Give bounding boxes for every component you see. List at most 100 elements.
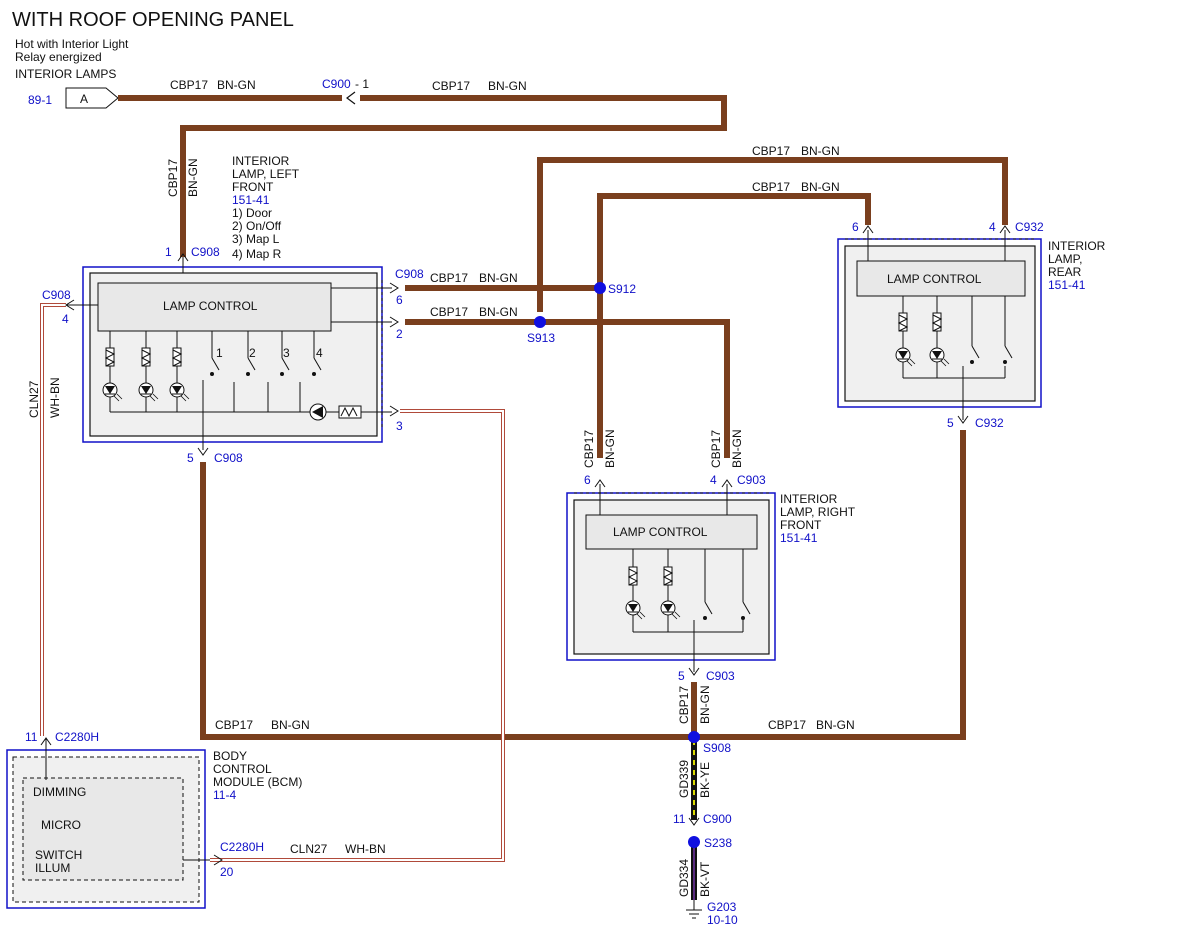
- c908-pin3-arrow-icon: [389, 405, 399, 417]
- s912-label[interactable]: S912: [608, 282, 636, 296]
- s908-label[interactable]: S908: [703, 741, 731, 755]
- c903-label-top[interactable]: C903: [737, 473, 766, 487]
- ground-ref[interactable]: 10-10: [707, 913, 738, 927]
- c900-bottom-label[interactable]: C900: [703, 812, 732, 826]
- label-cbp17-4: CBP17: [752, 180, 790, 194]
- c2280h-pin11-arrow-icon: [40, 737, 52, 746]
- label-whbn-vert: WH-BN: [48, 377, 62, 418]
- ground-icon: [686, 900, 702, 919]
- label-bngn-vert-2: BN-GN: [603, 429, 617, 468]
- rf-ref[interactable]: 151-41: [780, 531, 818, 545]
- c900-top-label[interactable]: C900: [322, 77, 351, 91]
- label-bngn-1: BN-GN: [217, 78, 256, 92]
- c908-label-top[interactable]: C908: [191, 245, 220, 259]
- page-title: WITH ROOF OPENING PANEL: [12, 9, 294, 31]
- wire-cbp17-rear-4: [597, 193, 871, 458]
- splice-s908: [688, 731, 700, 743]
- c908-pin3: 3: [396, 419, 403, 433]
- c932-pin6-arrow-icon: [862, 225, 874, 234]
- label-cbp17-3: CBP17: [752, 144, 790, 158]
- label-cbp17-vert-1: CBP17: [166, 159, 180, 197]
- label-cbp17-vert-3: CBP17: [709, 430, 723, 468]
- c908-pin1-arrow-icon: [177, 253, 189, 262]
- c908-pin2: 2: [396, 327, 403, 341]
- c908-pin5-arrow-icon: [197, 447, 209, 456]
- lf-switch3: 3) Map L: [232, 232, 280, 246]
- c932-pin6: 6: [852, 220, 859, 234]
- lf-internal-wiring: [66, 287, 392, 450]
- s238-label[interactable]: S238: [704, 836, 732, 850]
- source-ref[interactable]: 89-1: [28, 93, 52, 107]
- c903-pin6-arrow-icon: [594, 479, 606, 488]
- lf-sw2: 2: [249, 346, 256, 360]
- lf-sw1: 1: [216, 346, 223, 360]
- wire-s913: [405, 319, 730, 458]
- label-gd339: GD339: [677, 760, 691, 798]
- c900-arrow-icon: [346, 91, 356, 105]
- label-bngn-3: BN-GN: [801, 144, 840, 158]
- bcm-module: [6, 749, 206, 909]
- label-cbp17-8: CBP17: [768, 718, 806, 732]
- c908-label-left[interactable]: C908: [42, 288, 71, 302]
- label-bngn-vert-3: BN-GN: [730, 429, 744, 468]
- c932-label-top[interactable]: C932: [1015, 220, 1044, 234]
- c932-label-bottom[interactable]: C932: [975, 416, 1004, 430]
- rear-ref[interactable]: 151-41: [1048, 278, 1086, 292]
- label-bngn-2: BN-GN: [488, 79, 527, 93]
- c903-pin5-arrow-icon: [688, 667, 700, 676]
- bcm-ref[interactable]: 11-4: [213, 788, 236, 802]
- c908-pin2-arrow-icon: [389, 316, 399, 328]
- label-bkye: BK-YE: [698, 762, 712, 798]
- label-bngn-vert-4: BN-GN: [698, 685, 712, 724]
- c932-pin5: 5: [947, 416, 954, 430]
- c2280h-label-top[interactable]: C2280H: [55, 730, 99, 744]
- c903-pin6: 6: [584, 473, 591, 487]
- label-whbn: WH-BN: [345, 842, 386, 856]
- splice-s912: [594, 282, 606, 294]
- left-front-lamp: [82, 266, 383, 443]
- label-cbp17-7: CBP17: [215, 718, 253, 732]
- rf-internal-wiring: [599, 484, 744, 672]
- label-cbp17-2: CBP17: [432, 79, 470, 93]
- ground-label[interactable]: G203: [707, 900, 737, 914]
- label-cln27-vert: CLN27: [27, 380, 41, 418]
- c908-pin6: 6: [396, 293, 403, 307]
- label-bkvt: BK-VT: [698, 861, 712, 897]
- lf-name-3: FRONT: [232, 180, 274, 194]
- splice-s238: [688, 836, 700, 848]
- splice-s913: [534, 316, 546, 328]
- c903-label-bottom[interactable]: C903: [706, 669, 735, 683]
- c908-pin1: 1: [165, 245, 172, 259]
- c908-label-bottom[interactable]: C908: [214, 451, 243, 465]
- c2280h-pin20: 20: [220, 865, 234, 879]
- source-connector-icon: [65, 87, 119, 109]
- rear-internal-wiring: [867, 230, 1006, 420]
- rf-name-3: FRONT: [780, 518, 822, 532]
- rear-name-3: REAR: [1048, 265, 1082, 279]
- lf-ref[interactable]: 151-41: [232, 193, 270, 207]
- label-bngn-5: BN-GN: [479, 271, 518, 285]
- label-cln27: CLN27: [290, 842, 328, 856]
- label-bngn-6: BN-GN: [479, 305, 518, 319]
- wire-cbp17-rear-6: [537, 157, 1008, 312]
- source-note-line3: INTERIOR LAMPS: [15, 67, 116, 81]
- lf-name-1: INTERIOR: [232, 154, 290, 168]
- s913-label[interactable]: S913: [527, 331, 555, 345]
- rf-lamp-control: LAMP CONTROL: [613, 525, 708, 539]
- c932-pin4: 4: [989, 220, 996, 234]
- label-cbp17-vert-4: CBP17: [677, 686, 691, 724]
- c908-label-right[interactable]: C908: [395, 267, 424, 281]
- c932-pin4-arrow-icon: [999, 225, 1011, 234]
- bcm-switch: SWITCH: [35, 848, 82, 862]
- bcm-micro: MICRO: [41, 818, 81, 832]
- bcm-name-1: BODY: [213, 749, 247, 763]
- c908-pin5: 5: [187, 451, 194, 465]
- rear-name-2: LAMP,: [1048, 252, 1082, 266]
- bcm-dimming: DIMMING: [33, 785, 86, 799]
- c2280h-label-right[interactable]: C2280H: [220, 840, 264, 854]
- label-cbp17-vert-2: CBP17: [582, 430, 596, 468]
- lf-name-2: LAMP, LEFT: [232, 167, 300, 181]
- c908-pin6-arrow-icon: [389, 282, 399, 294]
- lf-lamp-control: LAMP CONTROL: [163, 299, 258, 313]
